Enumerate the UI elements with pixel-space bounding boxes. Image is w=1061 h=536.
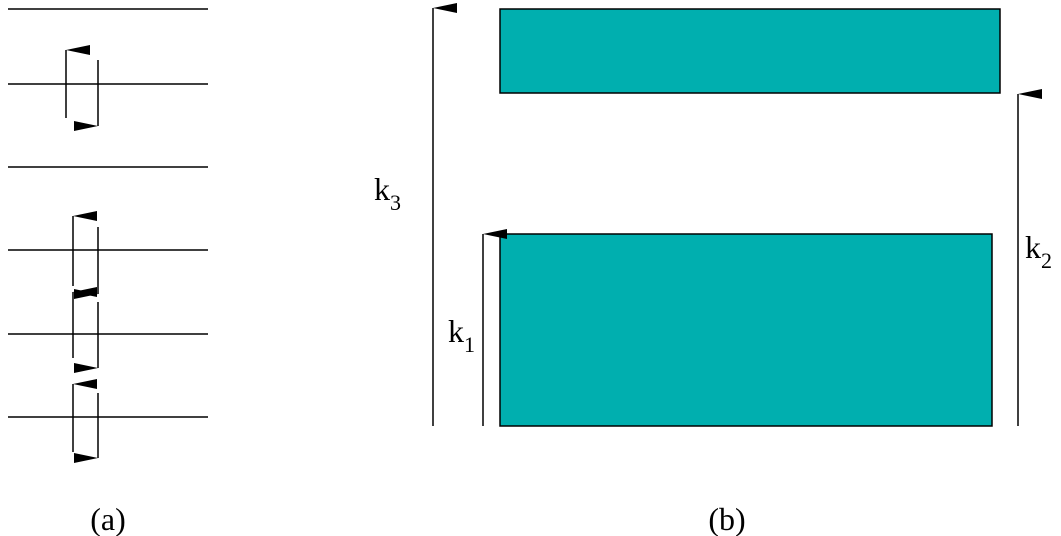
caption-a: (a) xyxy=(90,501,126,536)
lower-band xyxy=(499,233,993,427)
k1-label: k1 xyxy=(448,313,475,357)
caption-b: (b) xyxy=(708,501,745,536)
panel-a: (a) xyxy=(8,8,208,536)
k2-label: k2 xyxy=(1025,229,1052,273)
upper-band xyxy=(499,8,1001,94)
k3-label: k3 xyxy=(374,171,401,215)
panel-b: k3 k1 k2 (b) xyxy=(374,3,1052,536)
